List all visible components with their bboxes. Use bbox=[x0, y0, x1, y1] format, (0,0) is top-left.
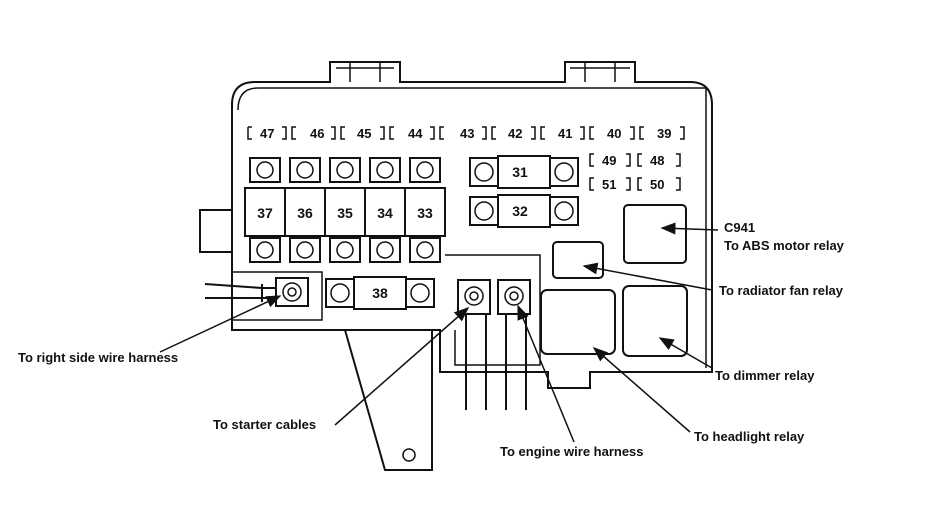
headlight-relay-label: To headlight relay bbox=[694, 429, 805, 444]
fuse-35-label: 35 bbox=[337, 205, 353, 221]
small-fuse-39: 39 bbox=[657, 126, 671, 141]
radiator-fan-relay-label: To radiator fan relay bbox=[719, 283, 844, 298]
engine-wire-harness-label: To engine wire harness bbox=[500, 444, 644, 459]
right-harness-terminal bbox=[204, 277, 309, 307]
dimmer-relay-label: To dimmer relay bbox=[715, 368, 815, 383]
fuse-32: 32 bbox=[469, 194, 579, 228]
small-fuse-50: 50 bbox=[650, 177, 664, 192]
fuse-34-label: 34 bbox=[377, 205, 393, 221]
fuse-37-label: 37 bbox=[257, 205, 273, 221]
fuse-34: 34 bbox=[364, 157, 406, 263]
fuse-box-housing bbox=[199, 61, 713, 471]
small-fuse-49: 49 bbox=[602, 153, 616, 168]
fuse-33: 33 bbox=[404, 157, 446, 263]
cables bbox=[465, 314, 527, 410]
vertical-fuses: 37 36 35 34 33 bbox=[244, 157, 446, 263]
small-fuse-41: 41 bbox=[558, 126, 572, 141]
small-fuse-47: 47 bbox=[260, 126, 274, 141]
fuse-32-label: 32 bbox=[512, 203, 528, 219]
fuse-31-label: 31 bbox=[512, 164, 528, 180]
abs-motor-relay-label: To ABS motor relay bbox=[724, 238, 845, 253]
abs-motor-relay bbox=[623, 204, 687, 264]
fuse-37: 37 bbox=[244, 157, 286, 263]
small-fuse-rows-2-3: 49 48 51 50 bbox=[589, 153, 681, 192]
small-fuse-48: 48 bbox=[650, 153, 664, 168]
starter-cables-label: To starter cables bbox=[213, 417, 316, 432]
fuse-35: 35 bbox=[324, 157, 366, 263]
fuse-33-label: 33 bbox=[417, 205, 433, 221]
starter-terminal bbox=[457, 279, 491, 315]
small-fuse-44: 44 bbox=[408, 126, 423, 141]
small-fuse-row-1: 47 46 45 44 43 42 41 40 39 bbox=[247, 126, 685, 141]
small-fuse-42: 42 bbox=[508, 126, 522, 141]
dimmer-relay bbox=[622, 285, 688, 357]
radiator-fan-relay bbox=[552, 241, 604, 279]
small-fuse-51: 51 bbox=[602, 177, 616, 192]
c941-label: C941 bbox=[724, 220, 755, 235]
fuse-38-label: 38 bbox=[372, 285, 388, 301]
fuse-38: 38 bbox=[325, 276, 435, 310]
small-fuse-45: 45 bbox=[357, 126, 371, 141]
small-fuse-43: 43 bbox=[460, 126, 474, 141]
small-fuse-46: 46 bbox=[310, 126, 324, 141]
headlight-relay bbox=[540, 289, 616, 355]
leader-lines bbox=[159, 222, 719, 443]
fuse-36-label: 36 bbox=[297, 205, 313, 221]
right-side-wire-harness-label: To right side wire harness bbox=[18, 350, 178, 365]
fuse-31: 31 bbox=[469, 155, 579, 189]
small-fuse-40: 40 bbox=[607, 126, 621, 141]
fuse-36: 36 bbox=[284, 157, 326, 263]
engine-terminal bbox=[497, 279, 531, 315]
